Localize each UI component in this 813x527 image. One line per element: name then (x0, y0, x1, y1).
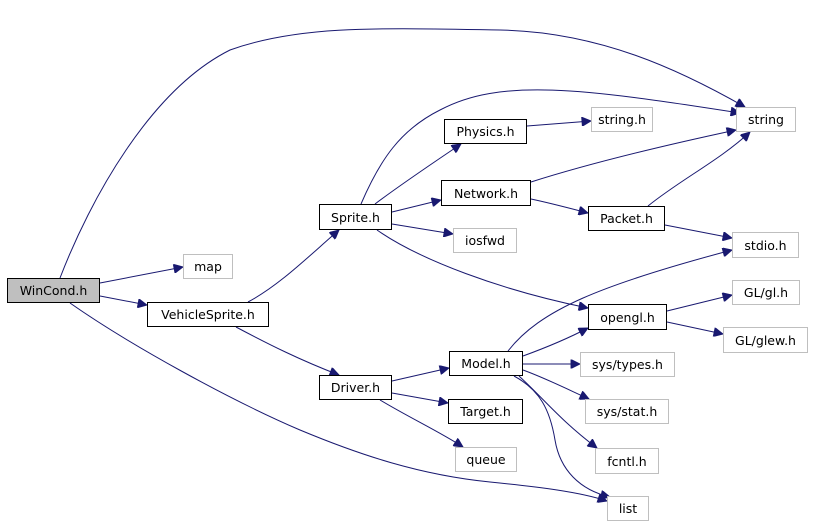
node-label: Sprite.h (331, 209, 380, 225)
node-label: string (748, 112, 784, 127)
edge-packet-string (647, 132, 750, 207)
node-fcntl: fcntl.h (595, 448, 659, 474)
node-vehiclesprite[interactable]: VehicleSprite.h (147, 302, 269, 327)
node-physics[interactable]: Physics.h (444, 119, 527, 144)
edge-wincond-vehiclesprite (99, 295, 147, 305)
node-label: sys/stat.h (596, 404, 658, 419)
edge-opengl-glgl (666, 295, 732, 312)
edge-wincond-list (69, 302, 607, 501)
node-label: sys/types.h (592, 357, 663, 372)
node-driver[interactable]: Driver.h (319, 375, 392, 400)
node-packet[interactable]: Packet.h (588, 206, 665, 231)
node-opengl[interactable]: opengl.h (588, 304, 667, 330)
node-label: string.h (598, 112, 646, 127)
node-sprite[interactable]: Sprite.h (319, 204, 392, 230)
node-label: GL/glew.h (735, 332, 796, 348)
node-label: Physics.h (456, 124, 515, 139)
edge-packet-stdio (664, 224, 732, 238)
node-label: opengl.h (600, 309, 655, 325)
node-wincond[interactable]: WinCond.h (7, 278, 100, 303)
edge-wincond-string (59, 28, 745, 279)
edge-network-packet (530, 198, 588, 213)
edge-sprite-string (360, 89, 740, 205)
node-stdio: stdio.h (732, 232, 799, 258)
edge-vehiclesprite-driver (235, 326, 339, 375)
node-label: map (194, 259, 222, 274)
edge-network-string (530, 130, 736, 183)
node-label: WinCond.h (19, 283, 88, 298)
edge-driver-queue (379, 399, 463, 447)
node-target[interactable]: Target.h (448, 399, 523, 424)
edge-model-sysstat (522, 369, 589, 399)
edge-model-opengl (522, 328, 588, 357)
edge-sprite-iosfwd (391, 223, 453, 234)
node-label: Driver.h (330, 380, 381, 395)
edge-sprite-opengl (376, 229, 588, 308)
edge-vehiclesprite-sprite (247, 230, 339, 303)
node-map: map (183, 254, 233, 279)
node-label: stdio.h (744, 237, 787, 253)
node-label: queue (466, 452, 506, 467)
edge-sprite-physics (374, 144, 461, 205)
edge-model-stdio (507, 250, 732, 352)
edge-sprite-network (391, 200, 441, 213)
edge-model-fcntl (518, 375, 597, 448)
edge-physics-stringh (526, 121, 591, 127)
edge-driver-target (391, 392, 448, 403)
node-queue: queue (455, 447, 517, 472)
edge-model-list (513, 375, 610, 497)
node-label: iosfwd (465, 233, 505, 248)
node-network[interactable]: Network.h (441, 180, 531, 206)
node-label: list (618, 501, 638, 516)
node-string: string (736, 107, 796, 132)
node-stringh: string.h (591, 107, 653, 132)
node-label: VehicleSprite.h (161, 307, 255, 322)
edge-opengl-glglew (666, 321, 723, 334)
node-label: fcntl.h (607, 453, 647, 469)
edge-driver-model (391, 368, 449, 382)
node-list: list (607, 496, 649, 521)
node-label: Packet.h (600, 211, 653, 226)
node-iosfwd: iosfwd (453, 228, 517, 253)
node-glgl: GL/gl.h (732, 280, 800, 305)
node-systypes: sys/types.h (580, 352, 675, 377)
node-label: Network.h (453, 185, 519, 201)
node-label: Model.h (461, 356, 511, 371)
node-sysstat: sys/stat.h (585, 399, 669, 424)
node-model[interactable]: Model.h (449, 351, 523, 376)
node-label: GL/gl.h (743, 285, 789, 300)
edge-wincond-map (99, 267, 183, 284)
node-label: Target.h (460, 404, 511, 419)
node-glglew: GL/glew.h (723, 327, 808, 353)
